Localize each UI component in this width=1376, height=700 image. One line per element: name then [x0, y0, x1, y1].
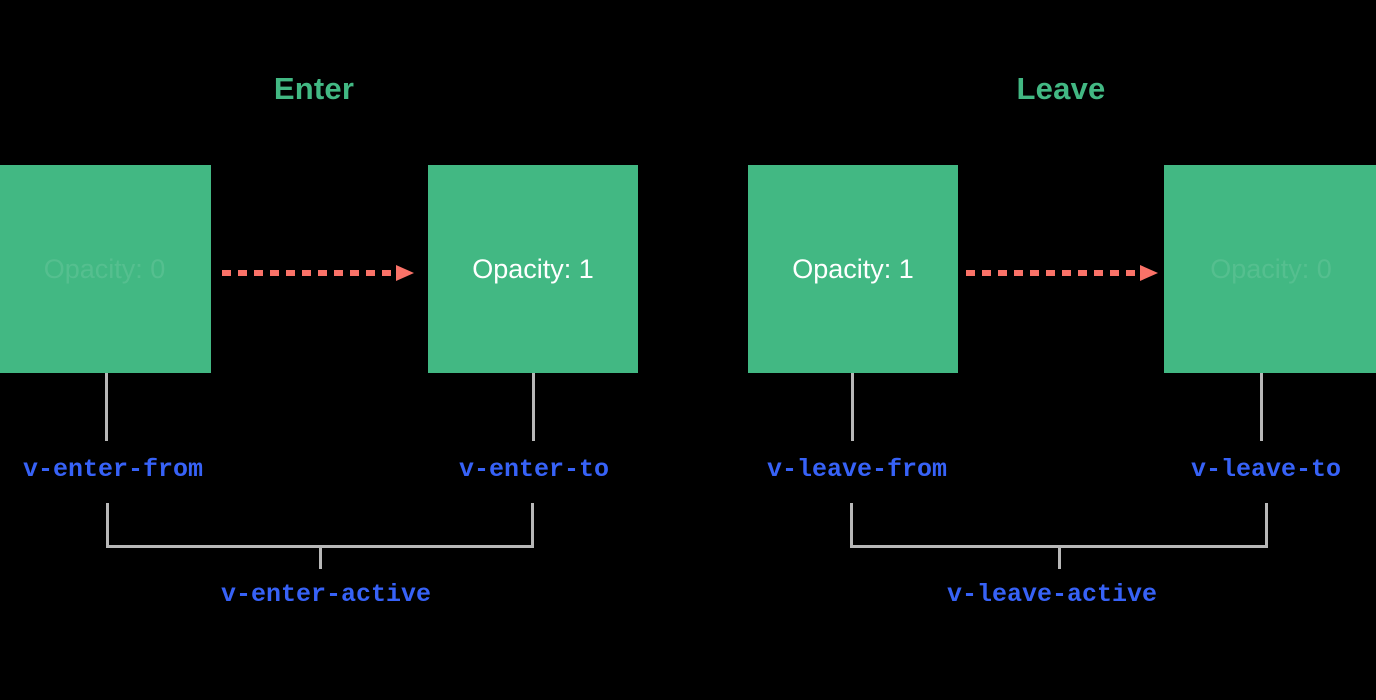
arrow-head-icon: [396, 265, 414, 281]
span-bracket-leave-active: [850, 503, 1268, 569]
arrow-shaft-icon: [966, 270, 1140, 276]
section-title-enter: Enter: [273, 71, 355, 106]
span-bracket-enter-active: [106, 503, 534, 569]
bracket-tick-icon: [318, 545, 322, 569]
class-label-v-enter-from: v-enter-from: [22, 455, 204, 484]
arrow-head-icon: [1140, 265, 1158, 281]
class-label-v-enter-to: v-enter-to: [458, 455, 610, 484]
transition-arrow-enter: [222, 265, 414, 281]
state-box-leave-to-label: Opacity: 0: [1210, 253, 1332, 284]
state-box-enter-from-label: Opacity: 0: [43, 253, 166, 284]
class-label-v-leave-from: v-leave-from: [766, 455, 948, 484]
state-box-enter-to-label: Opacity: 1: [472, 253, 594, 284]
class-label-v-leave-to: v-leave-to: [1190, 455, 1342, 484]
state-box-leave-to: Opacity: 0: [1164, 165, 1376, 373]
section-title-leave: Leave: [1016, 71, 1106, 106]
bracket-tick-icon: [1057, 545, 1061, 569]
connector-stem-enter-from: [105, 373, 108, 441]
arrow-shaft-icon: [222, 270, 396, 276]
connector-stem-enter-to: [532, 373, 535, 441]
state-box-enter-to: Opacity: 1: [428, 165, 638, 373]
class-label-v-leave-active: v-leave-active: [946, 580, 1158, 609]
class-label-v-enter-active: v-enter-active: [220, 580, 432, 609]
connector-stem-leave-to: [1260, 373, 1263, 441]
connector-stem-leave-from: [851, 373, 854, 441]
transition-arrow-leave: [966, 265, 1158, 281]
state-box-enter-from: Opacity: 0: [0, 165, 211, 373]
state-box-leave-from-label: Opacity: 1: [792, 253, 914, 284]
state-box-leave-from: Opacity: 1: [748, 165, 958, 373]
